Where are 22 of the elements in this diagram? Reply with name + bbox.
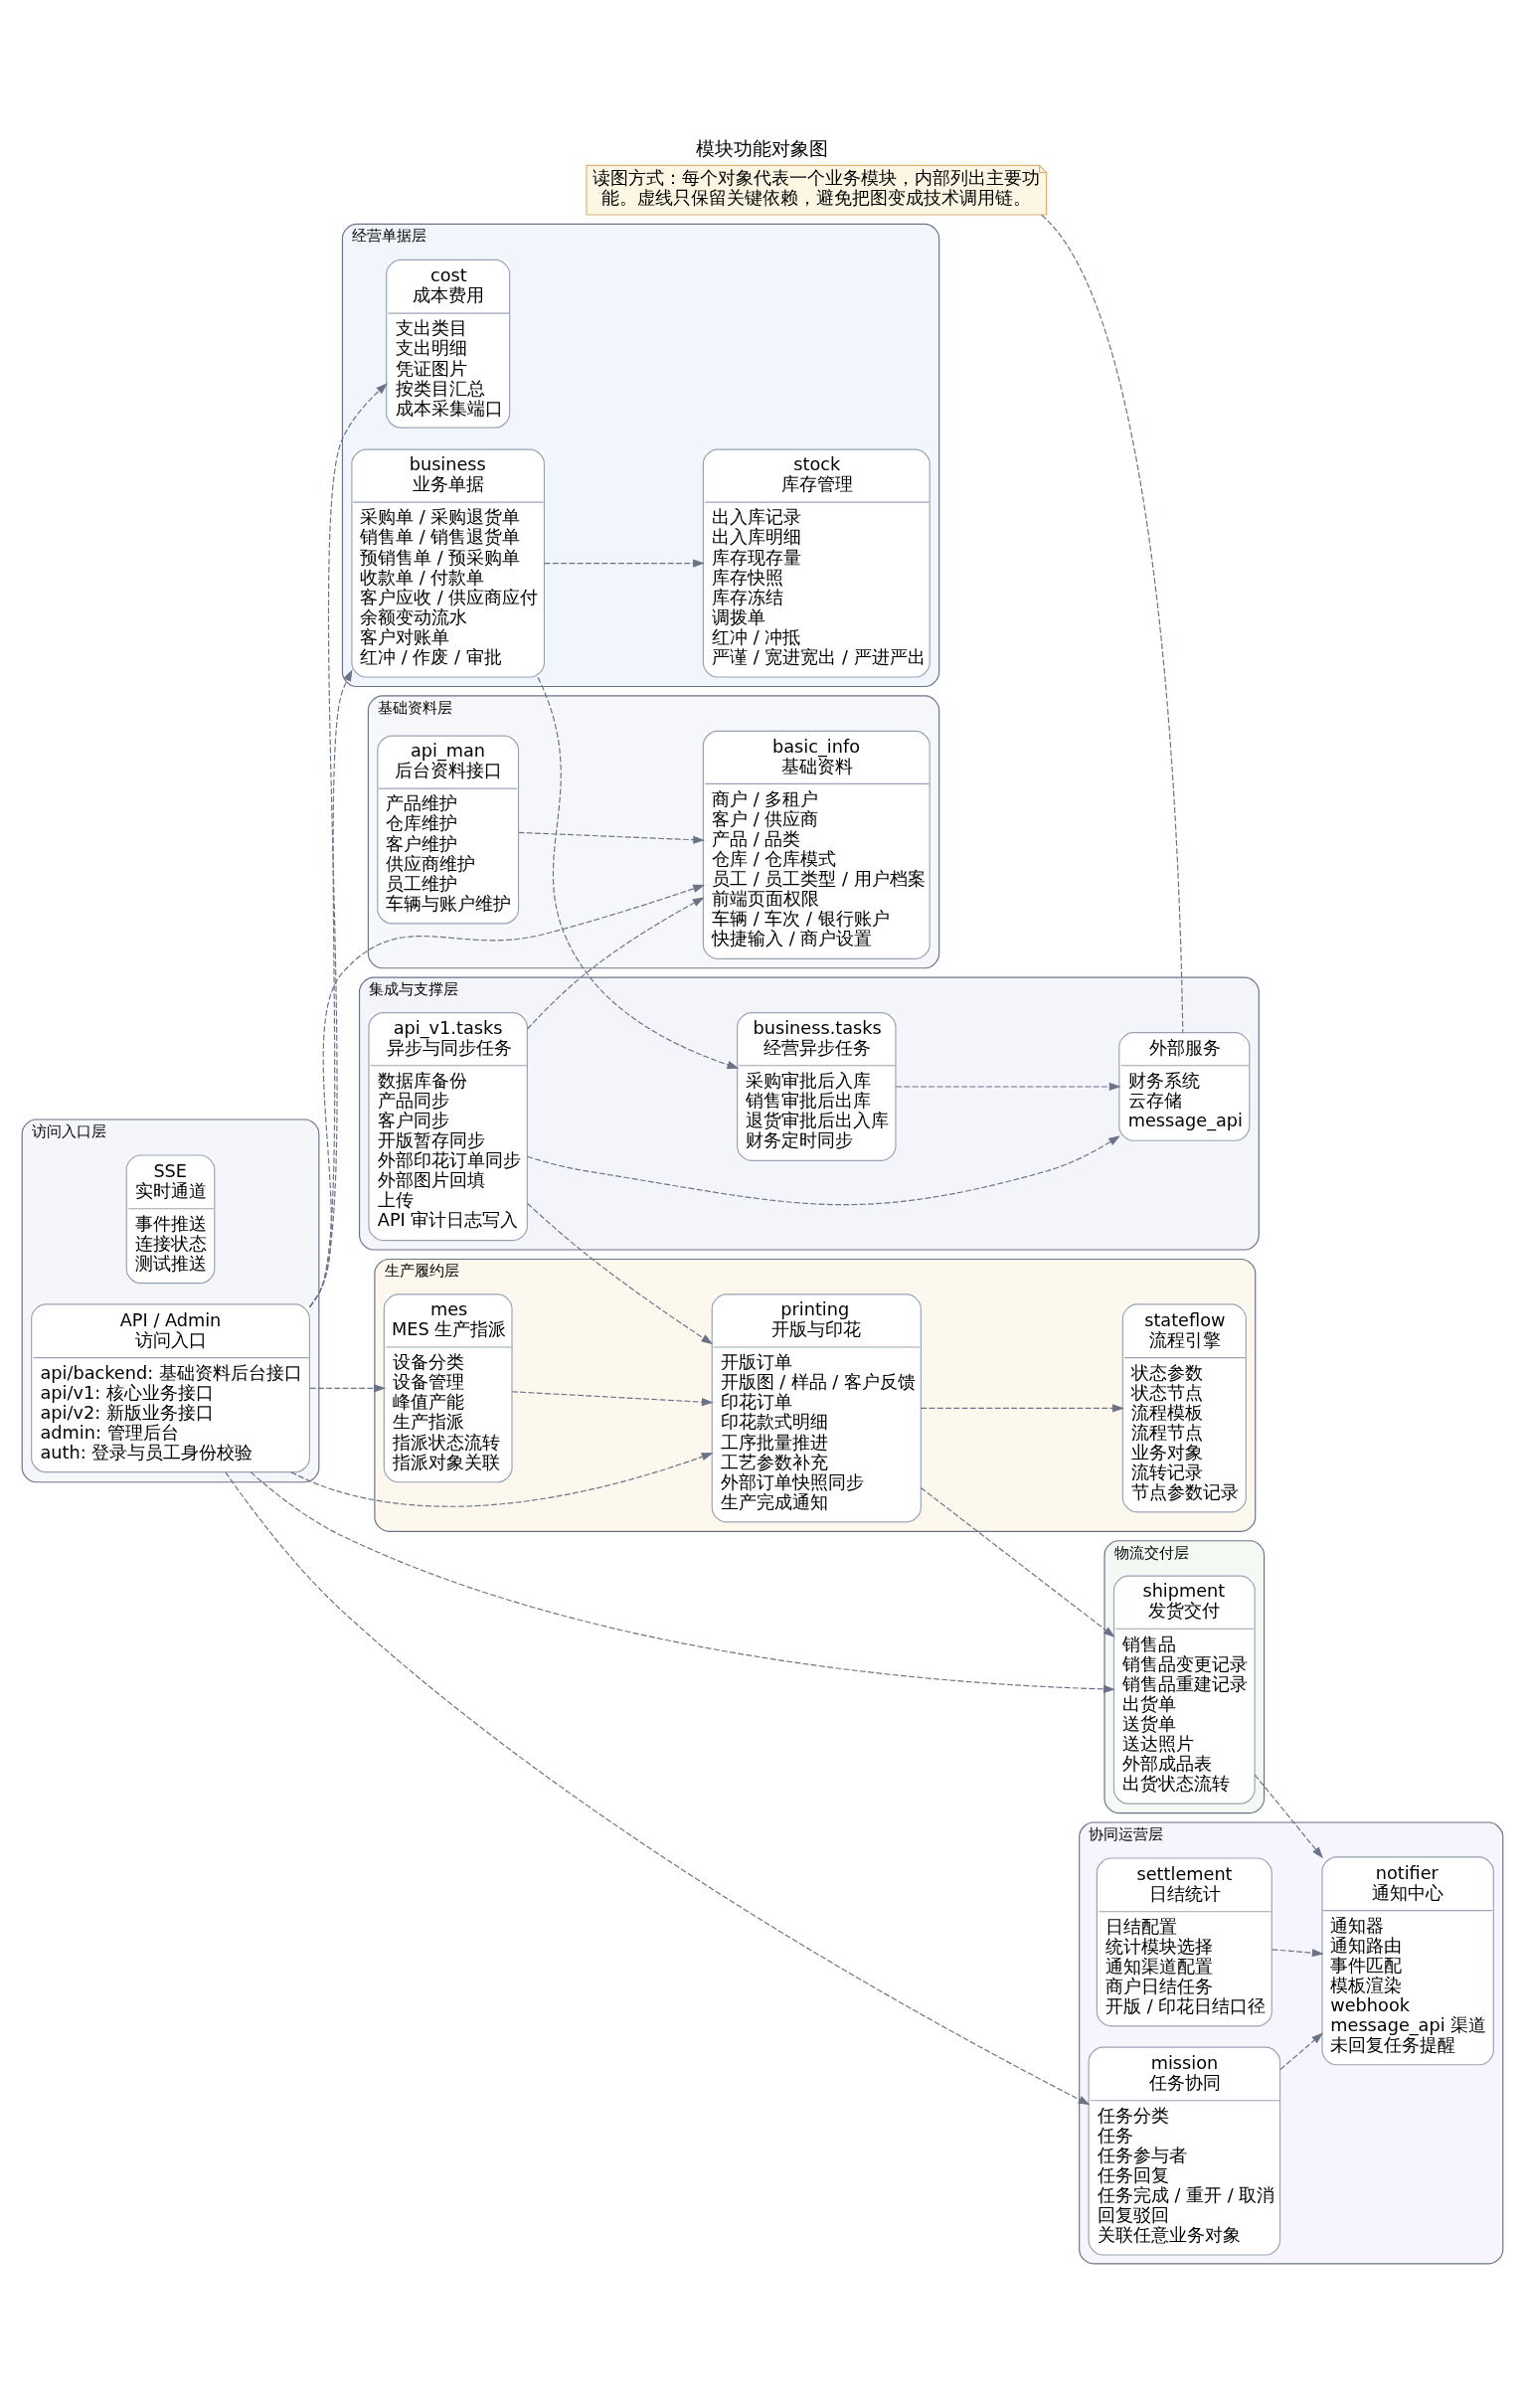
arrow: [308, 884, 705, 1307]
arrow: [526, 897, 705, 1030]
arrow: [511, 1391, 714, 1407]
arrow: [290, 1453, 714, 1507]
arrow: [920, 1486, 1115, 1637]
arrow: [1279, 2032, 1324, 2071]
arrow: [1271, 1949, 1324, 1958]
arrow: [527, 1202, 714, 1345]
arrow: [544, 559, 705, 568]
arrow: [309, 669, 353, 1308]
arrow: [250, 1471, 1115, 1693]
arrow: [517, 831, 706, 844]
arrow: [895, 1082, 1121, 1092]
arrow: [1254, 1774, 1323, 1859]
arrow: [308, 383, 389, 1308]
diagram-title: 模块功能对象图: [696, 136, 829, 159]
arrow: [920, 1404, 1124, 1413]
arrow: [526, 1135, 1120, 1206]
arrow: [308, 1384, 386, 1393]
arrow: [225, 1471, 1091, 2106]
connector: [1041, 214, 1184, 1034]
arrow: [537, 676, 740, 1069]
